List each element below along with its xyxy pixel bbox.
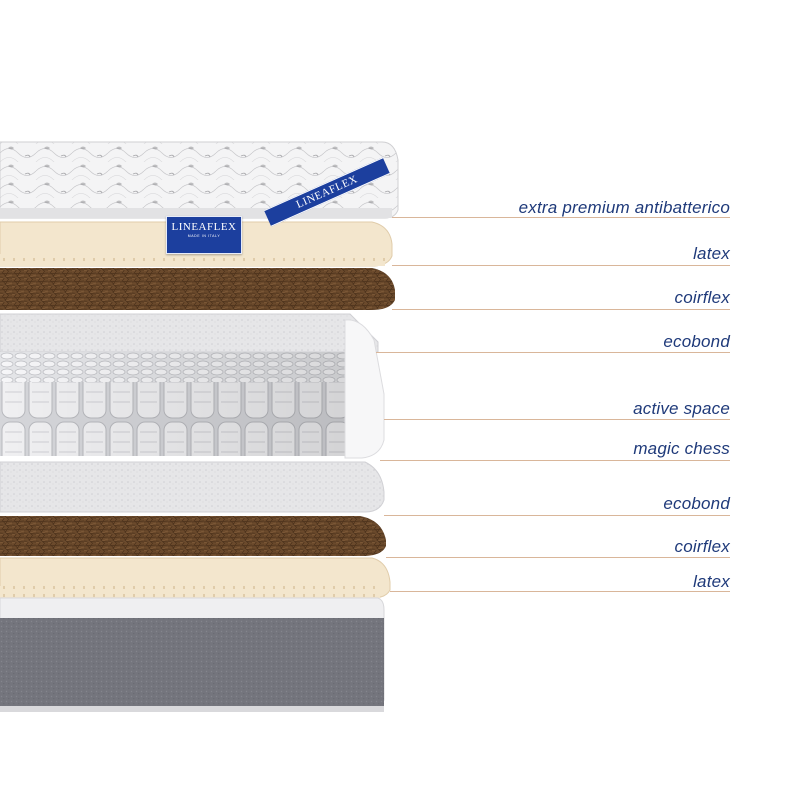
layer-ecobond-top bbox=[0, 313, 379, 353]
label-magic-chess: magic chess bbox=[633, 439, 730, 458]
leader-line bbox=[376, 352, 730, 353]
layer-ecobond-bottom bbox=[0, 461, 385, 513]
label-extra-premium-antibatterico: extra premium antibatterico bbox=[518, 198, 730, 217]
brand-tag-name: LINEAFLEX bbox=[171, 221, 237, 233]
leader-line bbox=[392, 265, 730, 266]
leader-line bbox=[386, 557, 730, 558]
layer-latex-bottom bbox=[0, 557, 391, 599]
leader-line bbox=[390, 591, 730, 592]
mattress-base bbox=[0, 597, 385, 712]
layer-magic-chess bbox=[344, 319, 385, 459]
label-coirflex-bottom: coirflex bbox=[674, 537, 730, 556]
label-ecobond-top: ecobond bbox=[663, 332, 730, 351]
layer-coirflex-bottom bbox=[0, 516, 386, 556]
label-latex-top: latex bbox=[693, 244, 730, 263]
label-coirflex-top: coirflex bbox=[674, 288, 730, 307]
leader-line bbox=[392, 217, 730, 218]
layer-coirflex-top bbox=[0, 268, 395, 310]
brand-tag: LINEAFLEX MADE IN ITALY bbox=[166, 216, 242, 254]
label-ecobond-bottom: ecobond bbox=[663, 494, 730, 513]
leader-line bbox=[384, 419, 730, 420]
leader-line bbox=[380, 460, 730, 461]
layer-active-space bbox=[0, 352, 350, 456]
brand-tag-tagline: MADE IN ITALY bbox=[187, 234, 221, 238]
leader-line bbox=[384, 515, 730, 516]
leader-line bbox=[392, 309, 730, 310]
label-latex-bottom: latex bbox=[693, 572, 730, 591]
label-active-space: active space bbox=[633, 399, 730, 418]
